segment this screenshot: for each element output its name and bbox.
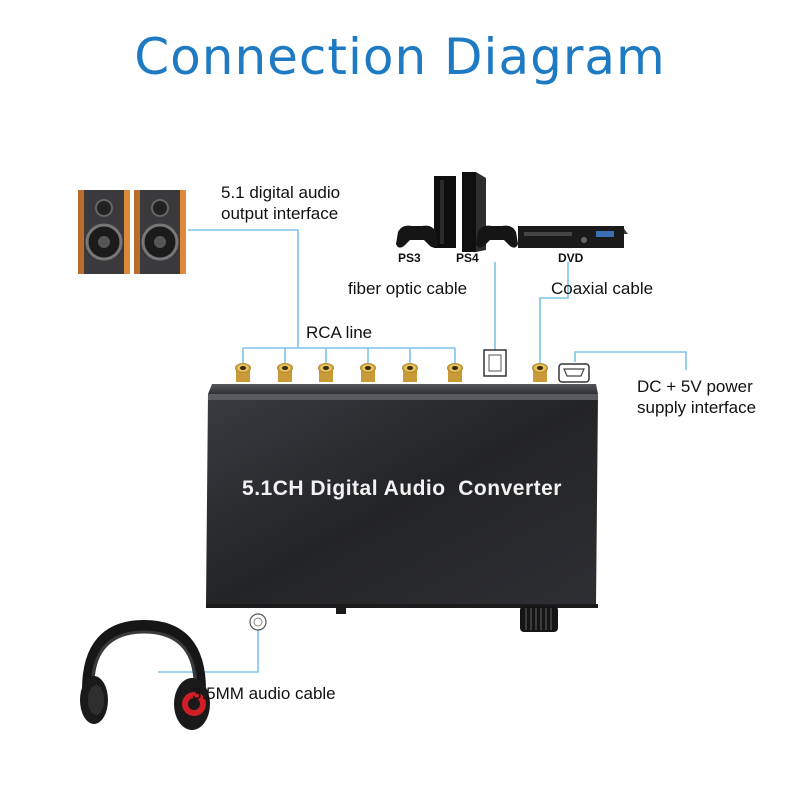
- ps3-console-icon: [396, 176, 456, 248]
- fiber-optic-label: fiber optic cable: [348, 279, 468, 298]
- connector-lines: [158, 229, 687, 673]
- usb-power-port: [558, 363, 590, 383]
- rca-line-label: RCA line: [306, 323, 373, 342]
- speakers-icon: [78, 190, 186, 274]
- volume-knob-icon: [520, 606, 558, 632]
- page-title: Connection Diagram: [134, 28, 666, 86]
- optical-port: [483, 349, 507, 377]
- dvd-label: DVD: [558, 251, 584, 265]
- coaxial-jack: [532, 363, 548, 382]
- audio-cable-label: 3.5MM audio cable: [192, 684, 336, 703]
- rca-jack: [318, 363, 334, 382]
- converter-box: [206, 384, 598, 608]
- mode-switch: [336, 606, 346, 614]
- output-interface-label-line2: output interface: [221, 204, 339, 223]
- rca-jack: [277, 363, 293, 382]
- coaxial-label: Coaxial cable: [551, 279, 654, 298]
- ps4-label: PS4: [456, 251, 479, 265]
- rca-jack: [447, 363, 463, 382]
- ps4-console-icon: [462, 172, 518, 252]
- headphones-icon: [80, 619, 210, 730]
- rca-jack: [402, 363, 418, 382]
- ps3-label: PS3: [398, 251, 421, 265]
- headphone-jack: [249, 613, 267, 631]
- power-label-line2: supply interface: [637, 398, 757, 417]
- rca-jack: [360, 363, 376, 382]
- rca-jack: [235, 363, 251, 382]
- output-interface-label-line1: 5.1 digital audio: [221, 183, 341, 202]
- rca-jacks: [235, 363, 463, 382]
- dvd-player-icon: [518, 226, 628, 248]
- power-label-line1: DC + 5V power: [637, 377, 753, 396]
- converter-label: 5.1CH Digital Audio Converter: [242, 477, 562, 500]
